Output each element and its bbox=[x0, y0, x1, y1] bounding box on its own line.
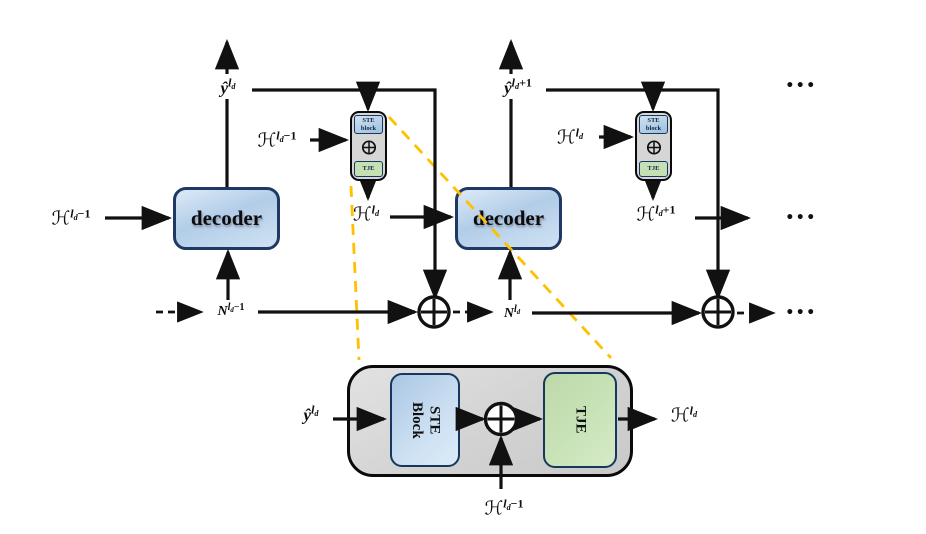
label-h-ld-module2-in: ℋld bbox=[556, 125, 584, 149]
yhat-skip-line-left bbox=[252, 88, 448, 301]
add-node-mini-icon bbox=[646, 140, 661, 155]
tje-label: TJE bbox=[572, 406, 589, 434]
label-yhat-ld-zoomed: ŷld bbox=[303, 402, 319, 425]
fusion-module-1: STE block TJE bbox=[350, 111, 387, 181]
ste-block-mini: STE block bbox=[639, 115, 668, 134]
label-h-ld-minus1-zoomed: ℋld−1 bbox=[484, 496, 524, 520]
ellipsis-top: ••• bbox=[785, 78, 817, 94]
ellipsis-bottom: ••• bbox=[785, 305, 817, 321]
ste-block-mini: STE block bbox=[354, 115, 383, 134]
label-yhat-ld-top: ŷld bbox=[220, 75, 236, 98]
fusion-module-2: STE block TJE bbox=[635, 111, 672, 181]
yhat-skip-line-right bbox=[546, 88, 731, 301]
label-yhat-ld-plus1-top: ŷld+1 bbox=[504, 75, 532, 98]
add-node-zoomed bbox=[483, 401, 519, 437]
label-h-ld-minus1-mid: ℋld−1 bbox=[257, 128, 297, 152]
decoder-box-2: decoder bbox=[455, 187, 562, 250]
ste-block-label: STE Block bbox=[409, 401, 443, 439]
tje-mini: TJE bbox=[354, 161, 383, 177]
decoder-label: decoder bbox=[472, 206, 545, 230]
add-node-1 bbox=[417, 295, 451, 329]
ste-block-box: STE Block bbox=[390, 373, 460, 467]
tje-box: TJE bbox=[543, 372, 617, 468]
label-n-ld: Nld bbox=[503, 304, 521, 321]
callout-dash-left bbox=[349, 185, 361, 361]
label-h-ld-plus1-out: ℋld+1 bbox=[636, 202, 676, 226]
label-n-ld-minus1: Nld−1 bbox=[217, 302, 245, 319]
decoder-box-1: decoder bbox=[173, 187, 280, 250]
label-h-ld-zoomed-out: ℋld bbox=[670, 403, 698, 427]
tje-mini: TJE bbox=[639, 161, 668, 177]
add-node-2 bbox=[701, 295, 735, 329]
decoder-label: decoder bbox=[190, 206, 263, 230]
ellipsis-middle: ••• bbox=[785, 210, 817, 226]
add-node-mini-icon bbox=[361, 140, 376, 155]
callout-dash-right bbox=[387, 116, 613, 359]
label-h-ld-minus1-left: ℋld−1 bbox=[51, 206, 91, 230]
label-h-ld-module1-out: ℋld bbox=[352, 202, 380, 226]
